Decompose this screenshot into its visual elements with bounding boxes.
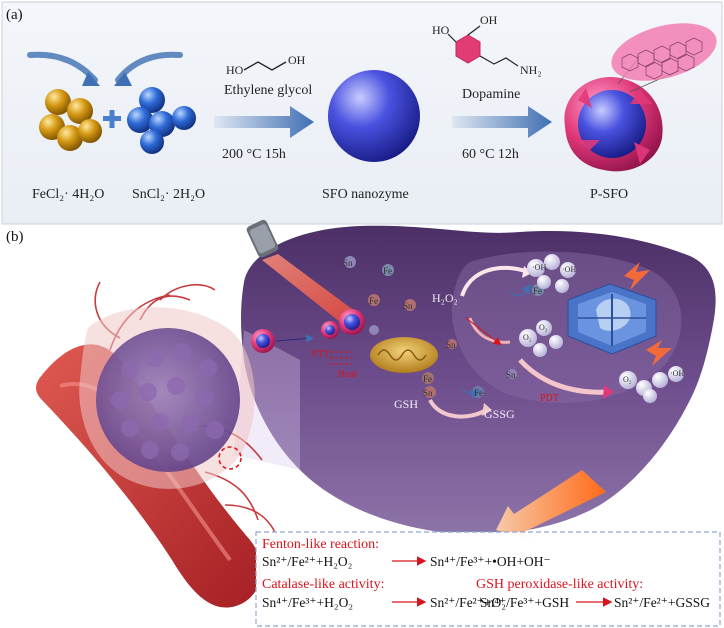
gpx-eq-right: Sn²⁺/Fe²⁺+GSSG xyxy=(614,595,710,610)
ptt-label: PTT xyxy=(312,349,330,360)
panel-a-label: (a) xyxy=(6,7,23,23)
p-sfo-label: P-SFO xyxy=(590,187,629,202)
h2o2-label: H₂O₂ xyxy=(432,291,458,305)
dopamine-name: Dopamine xyxy=(462,87,521,102)
condition-60c: 60 °C 12h xyxy=(462,147,519,162)
catalase-eq-left: Sn⁴⁺/Fe³⁺+H₂O₂ xyxy=(262,595,354,610)
oh-bubble-3: ·OH xyxy=(670,369,685,378)
ethylene-glycol-ho: HO xyxy=(226,63,244,77)
gsh-label: GSH xyxy=(394,397,419,411)
ion-sn-5: Sn xyxy=(506,370,516,380)
o2-bubble-1: O₂ xyxy=(523,333,532,342)
dopamine-nh2: NH₂ xyxy=(520,63,542,77)
ethylene-glycol-name: Ethylene glycol xyxy=(224,83,313,98)
ion-fe-4: Fe xyxy=(474,388,483,398)
dopamine-ho: HO xyxy=(432,23,450,37)
oh-bubble-1: ·OH xyxy=(532,263,547,272)
ion-fe-1: Fe xyxy=(383,266,392,276)
condition-200c: 200 °C 15h xyxy=(222,147,286,162)
dopamine-oh: OH xyxy=(480,13,498,27)
ethylene-glycol-oh: OH xyxy=(288,53,306,67)
ion-sn-2: Sn xyxy=(403,301,413,311)
fecl2-label: FeCl₂· 4H₂O xyxy=(32,187,105,202)
sncl2-label: SnCl₂· 2H₂O xyxy=(132,187,206,202)
heat-label: Heat xyxy=(338,369,357,380)
sfo-nanozyme-label: SFO nanozyme xyxy=(322,187,409,202)
ion-sn-1: Sn xyxy=(343,258,353,268)
gpx-title: GSH peroxidase-like activity: xyxy=(476,577,644,592)
o2-bubble-3: O₂ xyxy=(623,375,632,384)
fenton-eq-left: Sn²⁺/Fe²⁺+H₂O₂ xyxy=(262,554,353,569)
ion-fe-3: Fe xyxy=(423,374,432,384)
ion-fe-5: Fe xyxy=(533,286,542,296)
o2-bubble-2: O₂ xyxy=(539,323,548,332)
ion-sn-3: Sn xyxy=(446,340,456,350)
gssg-label: GSSG xyxy=(484,407,515,421)
oh-bubble-2: ·OH xyxy=(562,265,577,274)
panel-b-label: (b) xyxy=(6,229,24,245)
pdt-label: PDT xyxy=(540,393,559,404)
catalase-eq-right: Sn²⁺/Fe²⁺+O₂ xyxy=(430,595,506,610)
ion-sn-4: Sn xyxy=(423,388,433,398)
fenton-title: Fenton-like reaction: xyxy=(262,537,380,552)
fenton-eq-right: Sn⁴⁺/Fe³⁺+•OH+OH⁻ xyxy=(430,554,551,569)
gpx-eq-left: Sn⁴⁺/Fe³⁺+GSH xyxy=(480,595,570,610)
catalase-title: Catalase-like activity: xyxy=(262,577,385,592)
ion-fe-2: Fe xyxy=(369,296,378,306)
